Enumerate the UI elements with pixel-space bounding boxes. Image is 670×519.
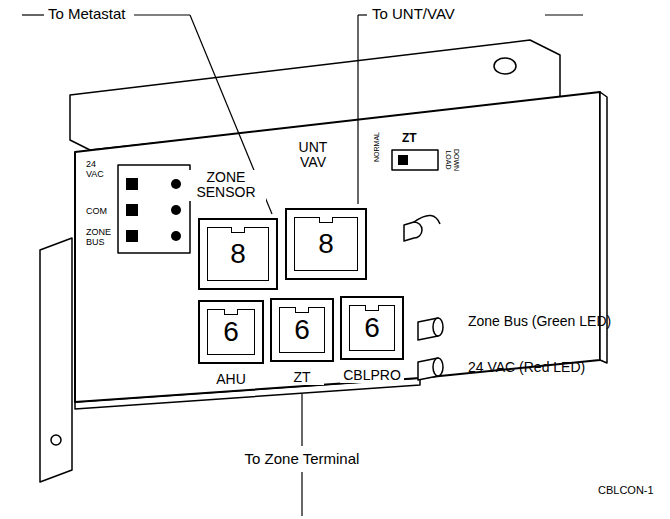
jack-name: ZT xyxy=(280,370,324,385)
jack-connector: 6CBLPRO xyxy=(340,296,404,388)
jack-face: 8 xyxy=(198,218,278,290)
flange-hole xyxy=(51,435,61,445)
terminal-screw xyxy=(126,204,138,216)
callout-label: Zone Bus (Green LED) xyxy=(468,314,611,329)
jack-connector: 6ZT xyxy=(270,298,334,390)
jack-latch xyxy=(319,217,333,223)
callout-label: ZONE BUS xyxy=(86,228,114,248)
bracket-flange xyxy=(40,238,72,482)
jack-opening: 8 xyxy=(207,227,269,281)
leader-line xyxy=(545,14,583,15)
callout-label: 24 VAC (Red LED) xyxy=(468,360,585,375)
leader-line xyxy=(22,14,44,15)
red-led xyxy=(433,358,443,376)
pin-count: 6 xyxy=(223,318,239,346)
jack-name: AHU xyxy=(206,372,256,387)
callout-label: CBLCON-1 xyxy=(598,484,654,496)
jack-opening: 6 xyxy=(207,309,255,355)
terminal-hole xyxy=(171,205,181,215)
switch-slider xyxy=(398,155,408,165)
callout-label: COM xyxy=(86,207,107,217)
callout-label: DOWN LOAD xyxy=(444,147,459,173)
callout-label: To Metastat xyxy=(48,6,126,23)
callout-label: To Zone Terminal xyxy=(222,451,382,468)
dip-switch xyxy=(392,150,438,170)
jack-latch xyxy=(224,309,238,315)
terminal-screw xyxy=(126,178,138,190)
green-led xyxy=(433,318,443,336)
mounting-hole xyxy=(494,58,516,74)
leader-line xyxy=(358,14,367,15)
terminal-block xyxy=(118,165,190,253)
jack-latch xyxy=(365,305,379,311)
jack-face: 8 xyxy=(285,208,367,280)
terminal-screw xyxy=(126,230,138,242)
terminal-hole xyxy=(171,179,181,189)
leader-line xyxy=(301,394,302,446)
leader-line xyxy=(134,14,190,15)
leader-line xyxy=(357,15,358,204)
jack-connector: 6AHU xyxy=(198,300,264,392)
terminal-hole xyxy=(171,231,181,241)
jack-opening: 6 xyxy=(349,305,395,351)
jack-connector: ZONE SENSOR 8 xyxy=(178,170,278,290)
jack-face: 6 xyxy=(340,296,404,360)
circuit-board xyxy=(75,92,600,402)
jack-name: CBLPRO xyxy=(340,368,404,383)
jack-name: ZONE SENSOR xyxy=(186,170,266,201)
jack-face: 6 xyxy=(198,300,264,364)
jack-latch xyxy=(295,307,309,313)
jack-opening: 8 xyxy=(294,217,358,271)
callout-label: 24 VAC xyxy=(86,160,108,180)
callout-label: To UNT/VAV xyxy=(372,6,455,23)
pin-count: 6 xyxy=(294,316,310,344)
jack-name: UNT VAV xyxy=(290,140,336,171)
jack-latch xyxy=(231,227,245,233)
pin-count: 8 xyxy=(230,240,246,268)
jack-face: 6 xyxy=(270,298,334,362)
led-lead xyxy=(414,215,440,224)
callout-label: ZT xyxy=(402,132,417,145)
board-led xyxy=(404,222,422,241)
callout-label: NORMAL xyxy=(373,132,381,162)
leader-line xyxy=(301,472,302,516)
pin-count: 6 xyxy=(364,314,380,342)
jack-connector: UNT VAV 8 xyxy=(280,140,370,280)
jack-opening: 6 xyxy=(279,307,325,353)
pin-count: 8 xyxy=(318,230,334,258)
